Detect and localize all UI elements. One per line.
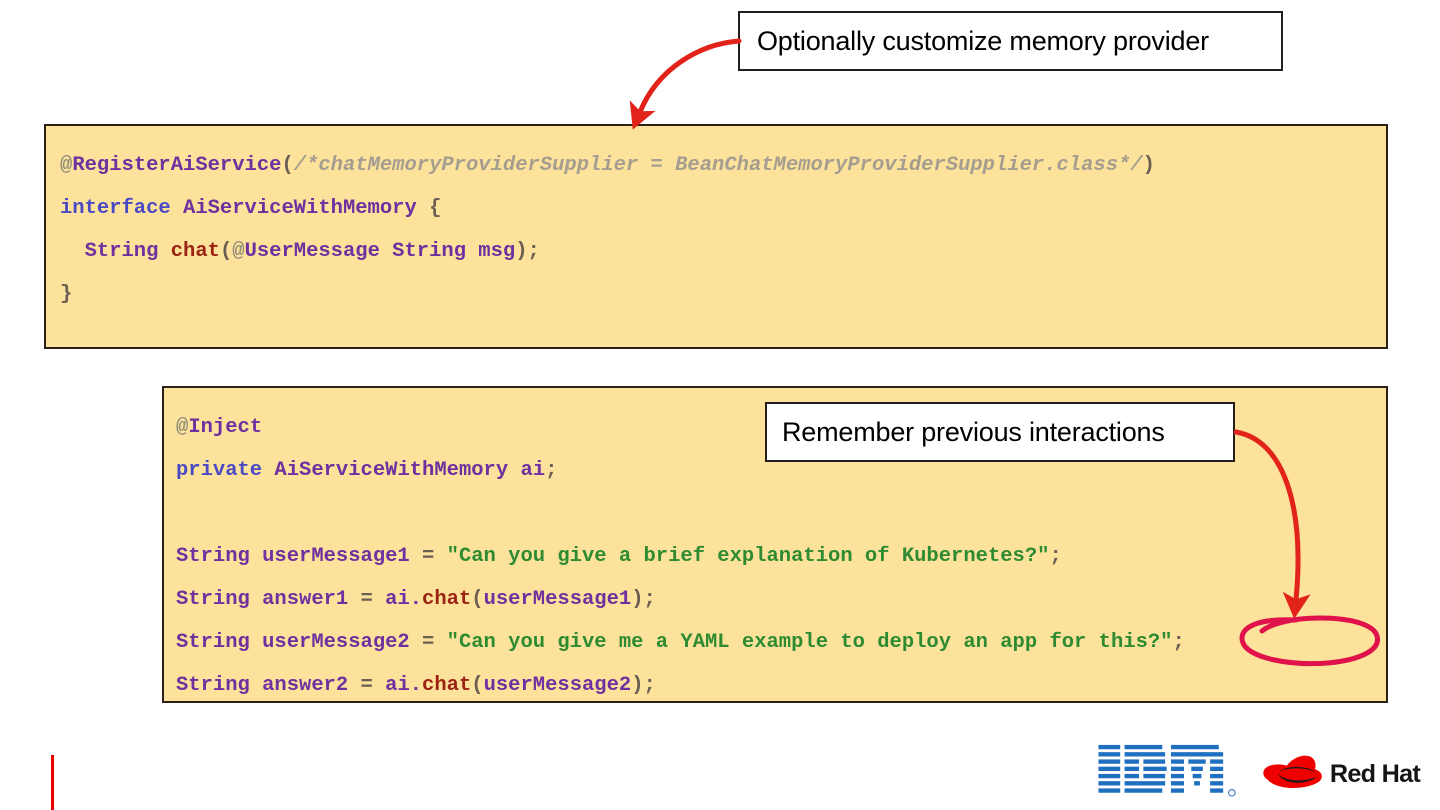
callout-memory-provider: Optionally customize memory provider: [738, 11, 1283, 71]
ibm-logo: [1097, 742, 1242, 800]
code-token: );: [631, 674, 656, 697]
code-token: {: [429, 197, 442, 220]
code-line: String answer2 = ai.chat(userMessage2);: [176, 664, 1386, 707]
code-token: (: [281, 154, 294, 177]
code-line: String answer1 = ai.chat(userMessage1);: [176, 578, 1386, 621]
code-line: String userMessage2 = "Can you give me a…: [176, 621, 1386, 664]
code-token: AiServiceWithMemory: [183, 197, 430, 220]
code-token: String answer1: [176, 588, 361, 611]
code-token: @: [176, 416, 189, 439]
callout-remember-interactions-label: Remember previous interactions: [782, 416, 1165, 447]
code-token: (: [471, 674, 484, 697]
red-hat-logo: Red Hat: [1258, 747, 1430, 799]
code-token: }: [60, 283, 73, 306]
code-token: private: [176, 459, 275, 482]
code-line: interface AiServiceWithMemory {: [60, 187, 1386, 230]
code-token: @: [232, 240, 245, 263]
code-token: String: [60, 240, 171, 263]
callout-memory-provider-label: Optionally customize memory provider: [757, 25, 1209, 56]
code-token: chat: [422, 674, 472, 697]
code-token: chat: [170, 240, 220, 263]
code-token: "Can you give a brief explanation of Kub…: [446, 545, 1050, 568]
ibm-logo-glyph: [1098, 744, 1236, 797]
code-token: chat: [422, 588, 472, 611]
code-token: ;: [1172, 631, 1185, 654]
footer-accent-bar: [51, 755, 54, 810]
code-token: ai.: [385, 588, 423, 611]
code-token: Inject: [188, 416, 263, 439]
code-token: String answer2: [176, 674, 361, 697]
code-token: @: [60, 154, 73, 177]
code-token: );: [631, 588, 656, 611]
code-token: AiServiceWithMemory ai: [274, 459, 546, 482]
code-token: "Can you give me a YAML example to deplo…: [446, 631, 1173, 654]
code-token: =: [422, 545, 447, 568]
red-hat-logo-glyph: Red Hat: [1263, 755, 1422, 788]
code-token: ;: [545, 459, 558, 482]
code-line: String chat(@UserMessage String msg);: [60, 230, 1386, 273]
code-token: (: [471, 588, 484, 611]
code-token: String userMessage2: [176, 631, 423, 654]
code-line: @RegisterAiService(/*chatMemoryProviderS…: [60, 144, 1386, 187]
code-token: );: [515, 240, 540, 263]
code-token: /*chatMemoryProviderSupplier = BeanChatM…: [293, 154, 1143, 177]
callout-remember-interactions: Remember previous interactions: [765, 402, 1235, 462]
code-token: userMessage2: [483, 674, 632, 697]
code-token: =: [360, 674, 386, 697]
code-line: }: [60, 273, 1386, 316]
code-token: UserMessage String msg: [244, 240, 516, 263]
code-token: ): [1142, 154, 1155, 177]
code-token: =: [422, 631, 447, 654]
code-token: ai.: [385, 674, 423, 697]
code-token: String userMessage1: [176, 545, 423, 568]
code-token: userMessage1: [483, 588, 632, 611]
code-line: String userMessage1 = "Can you give a br…: [176, 535, 1386, 578]
svg-text:Red Hat: Red Hat: [1330, 760, 1422, 788]
code-token: RegisterAiService: [72, 154, 282, 177]
code-token: ;: [1049, 545, 1062, 568]
code-token: =: [360, 588, 386, 611]
code-line: [176, 492, 1386, 535]
code-line: private AiServiceWithMemory ai;: [176, 449, 1386, 492]
arrow-to-code-block-1: [629, 38, 742, 130]
code-token: interface: [60, 197, 184, 220]
code-block-ai-service-interface: @RegisterAiService(/*chatMemoryProviderS…: [44, 124, 1388, 349]
code-token: (: [219, 240, 233, 263]
code-line: @Inject: [176, 406, 1386, 449]
